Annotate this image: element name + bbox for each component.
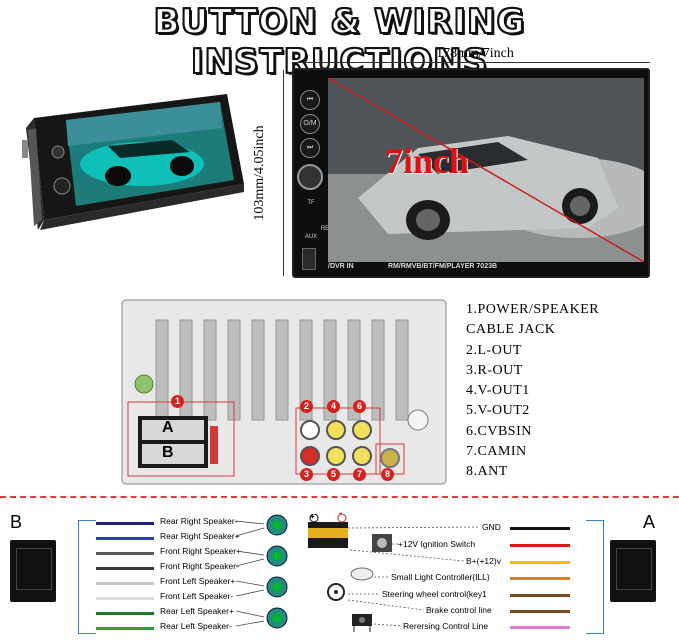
back-panel-diagram <box>121 299 447 485</box>
marker-8: 8 <box>381 468 394 481</box>
front-screen-image <box>328 78 644 262</box>
plug-b-letter: B <box>10 512 23 532</box>
dvr-in-label: /DVR IN <box>328 263 354 270</box>
connector-b-label: B <box>162 444 174 461</box>
wire-label: Rear Left Speaker- <box>160 621 232 631</box>
legend-item: 7.CAMIN <box>466 444 527 460</box>
car-light-icon <box>350 567 374 581</box>
volume-knob[interactable] <box>297 164 323 190</box>
marker-3: 3 <box>300 468 313 481</box>
battery-icon <box>308 514 348 548</box>
rear-camera-icon <box>352 614 372 632</box>
front-bottom-strip: /DVR IN RM/RMVB/BT/FM/PLAYER 7023B <box>328 261 644 273</box>
wire-rear-right-pos <box>96 537 154 540</box>
ignition-key-icon <box>372 534 392 552</box>
wire-label: Front Right Speaker+ <box>160 546 242 556</box>
marker-7: 7 <box>353 468 366 481</box>
wire-label: Front Right Speaker- <box>160 561 239 571</box>
wire-label: Rear Right Speaker+ <box>160 531 240 541</box>
marker-6: 6 <box>353 400 366 413</box>
wire-label: B+(+12)v <box>466 556 501 566</box>
power-mode-button[interactable]: O/M <box>300 114 320 134</box>
wire-ignition <box>510 544 570 547</box>
battery-plus-label: + <box>310 512 315 521</box>
section-divider <box>0 496 679 498</box>
wire-rear-left-neg <box>96 627 154 630</box>
head-unit-front: ⏮ O/M ⏭ TF AUX RES /DVR IN RM/RMVB/BT/FM… <box>292 68 650 278</box>
legend-item: CABLE JACK <box>466 322 556 338</box>
speaker-icon <box>266 545 288 567</box>
icon-connector-lines <box>347 526 481 627</box>
wire-front-left-pos <box>96 582 154 585</box>
legend-item: 8.ANT <box>466 464 508 480</box>
right-wire-bracket <box>586 520 604 634</box>
height-arrow <box>283 70 284 276</box>
back-panel-legend: 1.POWER/SPEAKER CABLE JACK 2.L-OUT 3.R-O… <box>466 300 666 483</box>
wire-steering <box>510 594 570 597</box>
legend-item: 3.R-OUT <box>466 362 523 378</box>
legend-item: 2.L-OUT <box>466 342 522 358</box>
legend-item: 4.V-OUT1 <box>466 383 530 399</box>
plug-a-letter: A <box>643 512 656 532</box>
wire-label: GND <box>482 522 501 532</box>
wire-front-left-neg <box>96 597 154 600</box>
wire-reverse <box>510 626 570 629</box>
width-dimension: 178mm/7inch <box>436 46 514 61</box>
steering-wheel-icon <box>327 583 345 601</box>
front-control-column: ⏮ O/M ⏭ TF AUX RES <box>296 76 333 272</box>
marker-1: 1 <box>171 395 184 408</box>
wire-front-right-pos <box>96 552 154 555</box>
wire-label: Front Left Speaker- <box>160 591 234 601</box>
connector-a-label: A <box>162 419 174 436</box>
speaker-icon <box>266 514 288 536</box>
wire-label: Steering wheel control(key1 <box>382 589 487 599</box>
battery-minus-label: - <box>339 508 343 519</box>
wire-front-right-neg <box>96 567 154 570</box>
legend-item: 5.V-OUT2 <box>466 403 530 419</box>
marker-5: 5 <box>327 468 340 481</box>
wire-label: Brake control line <box>426 605 492 615</box>
wire-label: Rear Right Speaker- <box>160 516 238 526</box>
plug-b-icon <box>10 540 56 602</box>
legend-item: 6.CVBSIN <box>466 423 532 439</box>
legend-item: 1.POWER/SPEAKER <box>466 302 600 317</box>
tf-slot-label: TF <box>307 200 315 206</box>
prev-track-button[interactable]: ⏮ <box>300 90 320 110</box>
marker-2: 2 <box>300 400 313 413</box>
next-track-button[interactable]: ⏭ <box>300 138 320 158</box>
height-dimension: 103mm/4.05inch <box>252 125 267 221</box>
speaker-connector-lines <box>236 520 265 627</box>
plug-a-icon <box>610 540 656 602</box>
wire-rear-left-pos <box>96 612 154 615</box>
wire-illumination <box>510 577 570 580</box>
wire-rear-right-neg <box>96 522 154 525</box>
wire-label: Small Light Controller(ILL) <box>391 572 490 582</box>
screen-size-label: 7inch <box>385 141 470 181</box>
left-wire-bracket <box>78 520 96 634</box>
speaker-icon <box>266 607 288 629</box>
wire-label: Front Left Speaker+ <box>160 576 236 586</box>
head-unit-perspective-image <box>22 94 244 230</box>
usb-port-icon <box>302 248 316 270</box>
model-label: RM/RMVB/BT/FM/PLAYER 7023B <box>388 263 498 270</box>
wire-brake <box>510 610 570 613</box>
marker-4: 4 <box>327 400 340 413</box>
wire-gnd <box>510 527 570 530</box>
wire-label: Rerersing Control Line <box>403 621 489 631</box>
width-arrow <box>292 62 650 63</box>
wire-label: Rear Left Speaker+ <box>160 606 234 616</box>
aux-port-label: AUX <box>304 234 318 240</box>
wire-label: +12V Ignition Switch <box>398 539 476 549</box>
wire-battery <box>510 561 570 564</box>
speaker-icon <box>266 576 288 598</box>
reset-label: RES <box>320 226 334 232</box>
